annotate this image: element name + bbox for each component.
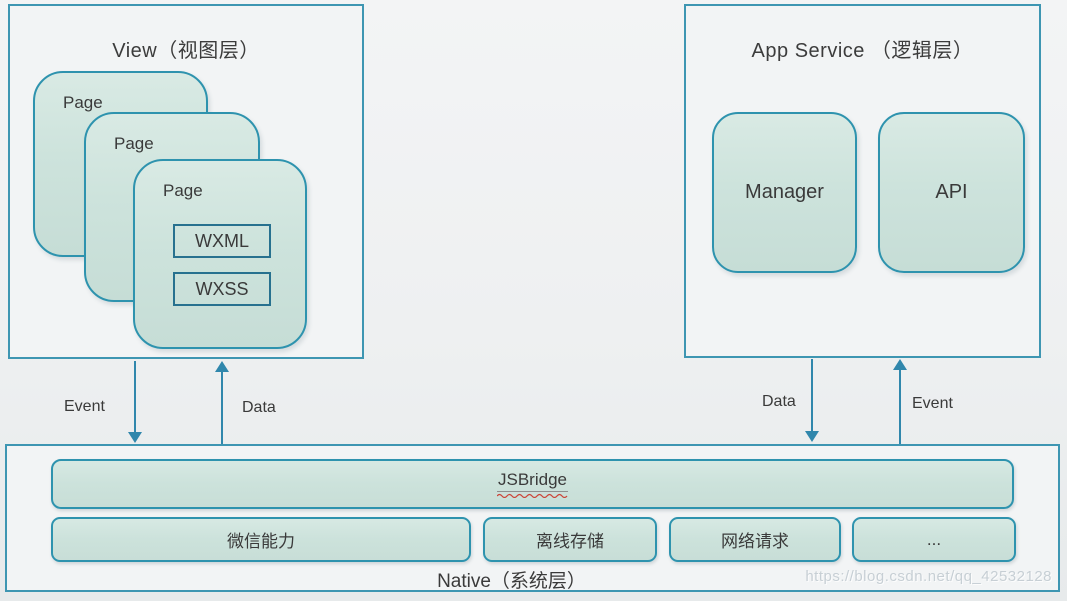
wxml-box: WXML [173,224,271,258]
manager-module-box: Manager [712,112,857,273]
app-service-layer-box: App Service （逻辑层） Manager API [684,4,1041,358]
capability-bar-network-request: 网络请求 [669,517,841,562]
capability-label: 网络请求 [721,532,789,551]
native-layer-box: JSBridge 微信能力 离线存储 网络请求 ... Native（系统层） … [5,444,1060,592]
jsbridge-label-wrap: JSBridge [496,470,569,498]
wxss-label: WXSS [195,278,249,299]
capability-label: 离线存储 [536,532,604,551]
api-module-box: API [878,112,1025,273]
jsbridge-bar: JSBridge [51,459,1014,509]
data-down-arrow-line-right [811,359,813,433]
data-up-arrow-line-left [221,371,223,444]
watermark: https://blog.csdn.net/qq_42532128 [805,568,1052,585]
event-down-arrowhead-left [128,432,142,443]
capability-bar-more: ... [852,517,1016,562]
capability-label: 微信能力 [227,532,295,551]
api-label: API [935,181,968,203]
wxss-box: WXSS [173,272,271,306]
page-card-label: Page [63,93,103,112]
capability-label: ... [926,529,942,549]
event-up-arrow-line-right [899,369,901,444]
page-card-label: Page [163,181,203,200]
view-layer-box: View（视图层） Page Page Page WXML WXSS [8,4,364,359]
data-label-right: Data [762,393,796,410]
spellcheck-wavy-underline [496,493,567,498]
wxml-label: WXML [195,230,249,251]
capability-bar-wechat: 微信能力 [51,517,471,562]
jsbridge-label: JSBridge [497,470,568,492]
page-card-label: Page [114,134,154,153]
manager-label: Manager [745,181,824,203]
event-down-arrow-line-left [134,361,136,434]
native-layer-title: Native（系统层） [437,571,586,592]
data-label-left: Data [242,399,276,416]
event-up-arrowhead-right [893,359,907,370]
view-layer-title: View（视图层） [112,40,260,62]
app-service-layer-title: App Service （逻辑层） [751,40,974,62]
data-down-arrowhead-right [805,431,819,442]
event-label-right: Event [912,395,953,412]
capability-bar-offline-storage: 离线存储 [483,517,657,562]
page-card: Page WXML WXSS [133,159,307,349]
event-label-left: Event [64,398,105,415]
data-up-arrowhead-left [215,361,229,372]
